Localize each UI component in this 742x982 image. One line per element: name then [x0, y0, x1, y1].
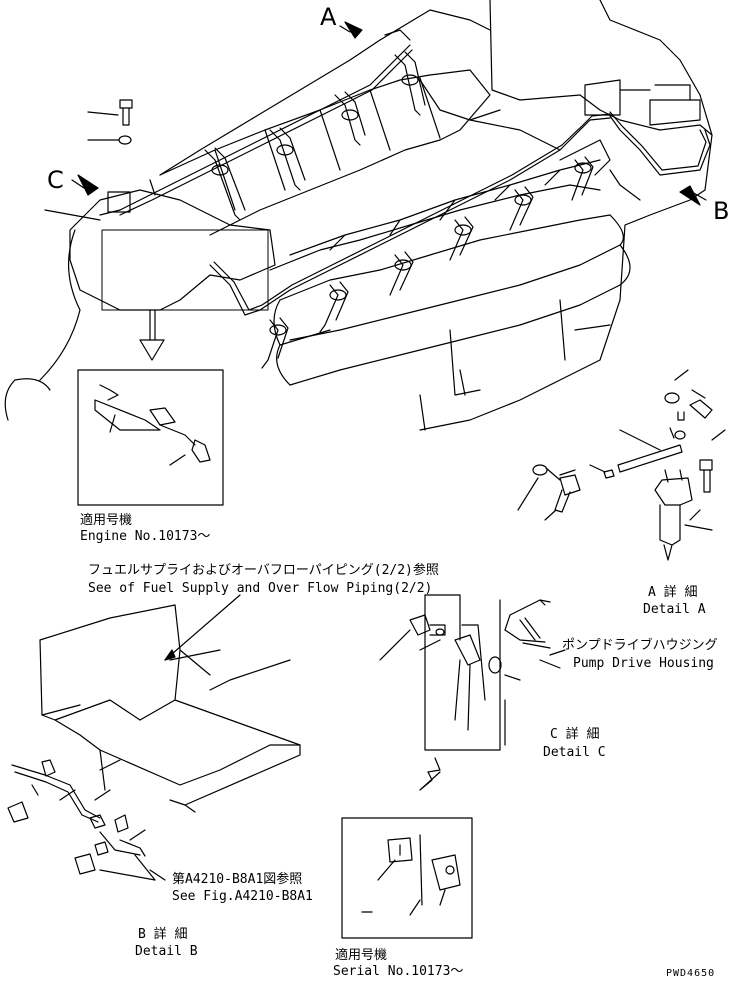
bolt-washer-callout: [87, 99, 133, 145]
detail-b-jp: B 詳 細: [138, 927, 188, 942]
lower-fuel-rail: [209, 111, 713, 316]
engine-no-jp: 適用号機: [80, 513, 133, 528]
engine-no-inset: [77, 369, 224, 506]
view-arrows: [71, 21, 707, 206]
see-fig-jp: 第A4210-B8A1図参照: [172, 872, 303, 887]
engine-no-en: Engine No.10173～: [80, 529, 211, 544]
detail-c-en: Detail C: [543, 745, 606, 760]
leader-lines: [164, 509, 701, 669]
upper-fuel-rail: [99, 44, 413, 216]
detail-b-parts: [7, 604, 301, 881]
fuel-supply-jp: フュエルサプライおよびオーバフローパイピング(2/2)参照: [88, 563, 439, 578]
detail-b-en: Detail B: [135, 944, 198, 959]
see-fig-en: See Fig.A4210-B8A1: [172, 889, 313, 904]
view-label-a: A: [320, 3, 337, 31]
detail-c-jp: C 詳 細: [550, 727, 600, 742]
serial-no-jp: 適用号機: [335, 948, 388, 963]
lower-injectors: [261, 156, 594, 369]
fuel-supply-en: See of Fuel Supply and Over Flow Piping(…: [88, 581, 433, 596]
drawing-code: PWD4650: [666, 968, 716, 979]
pump-drive-en: Pump Drive Housing: [573, 656, 714, 671]
pump-drive-jp: ポンプドライブハウジング: [562, 638, 718, 653]
detail-a-jp: A 詳 細: [648, 585, 698, 600]
detail-a-parts: [517, 369, 726, 561]
engine-block: [4, 0, 713, 431]
upper-injectors: [204, 29, 426, 221]
view-label-c: C: [47, 166, 64, 194]
detail-c-source-box: [44, 191, 269, 361]
detail-c-parts: [379, 594, 566, 791]
view-label-b: B: [713, 197, 730, 225]
serial-no-en: Serial No.10173～: [333, 964, 464, 979]
serial-no-inset: [341, 817, 473, 939]
detail-a-en: Detail A: [643, 602, 706, 617]
